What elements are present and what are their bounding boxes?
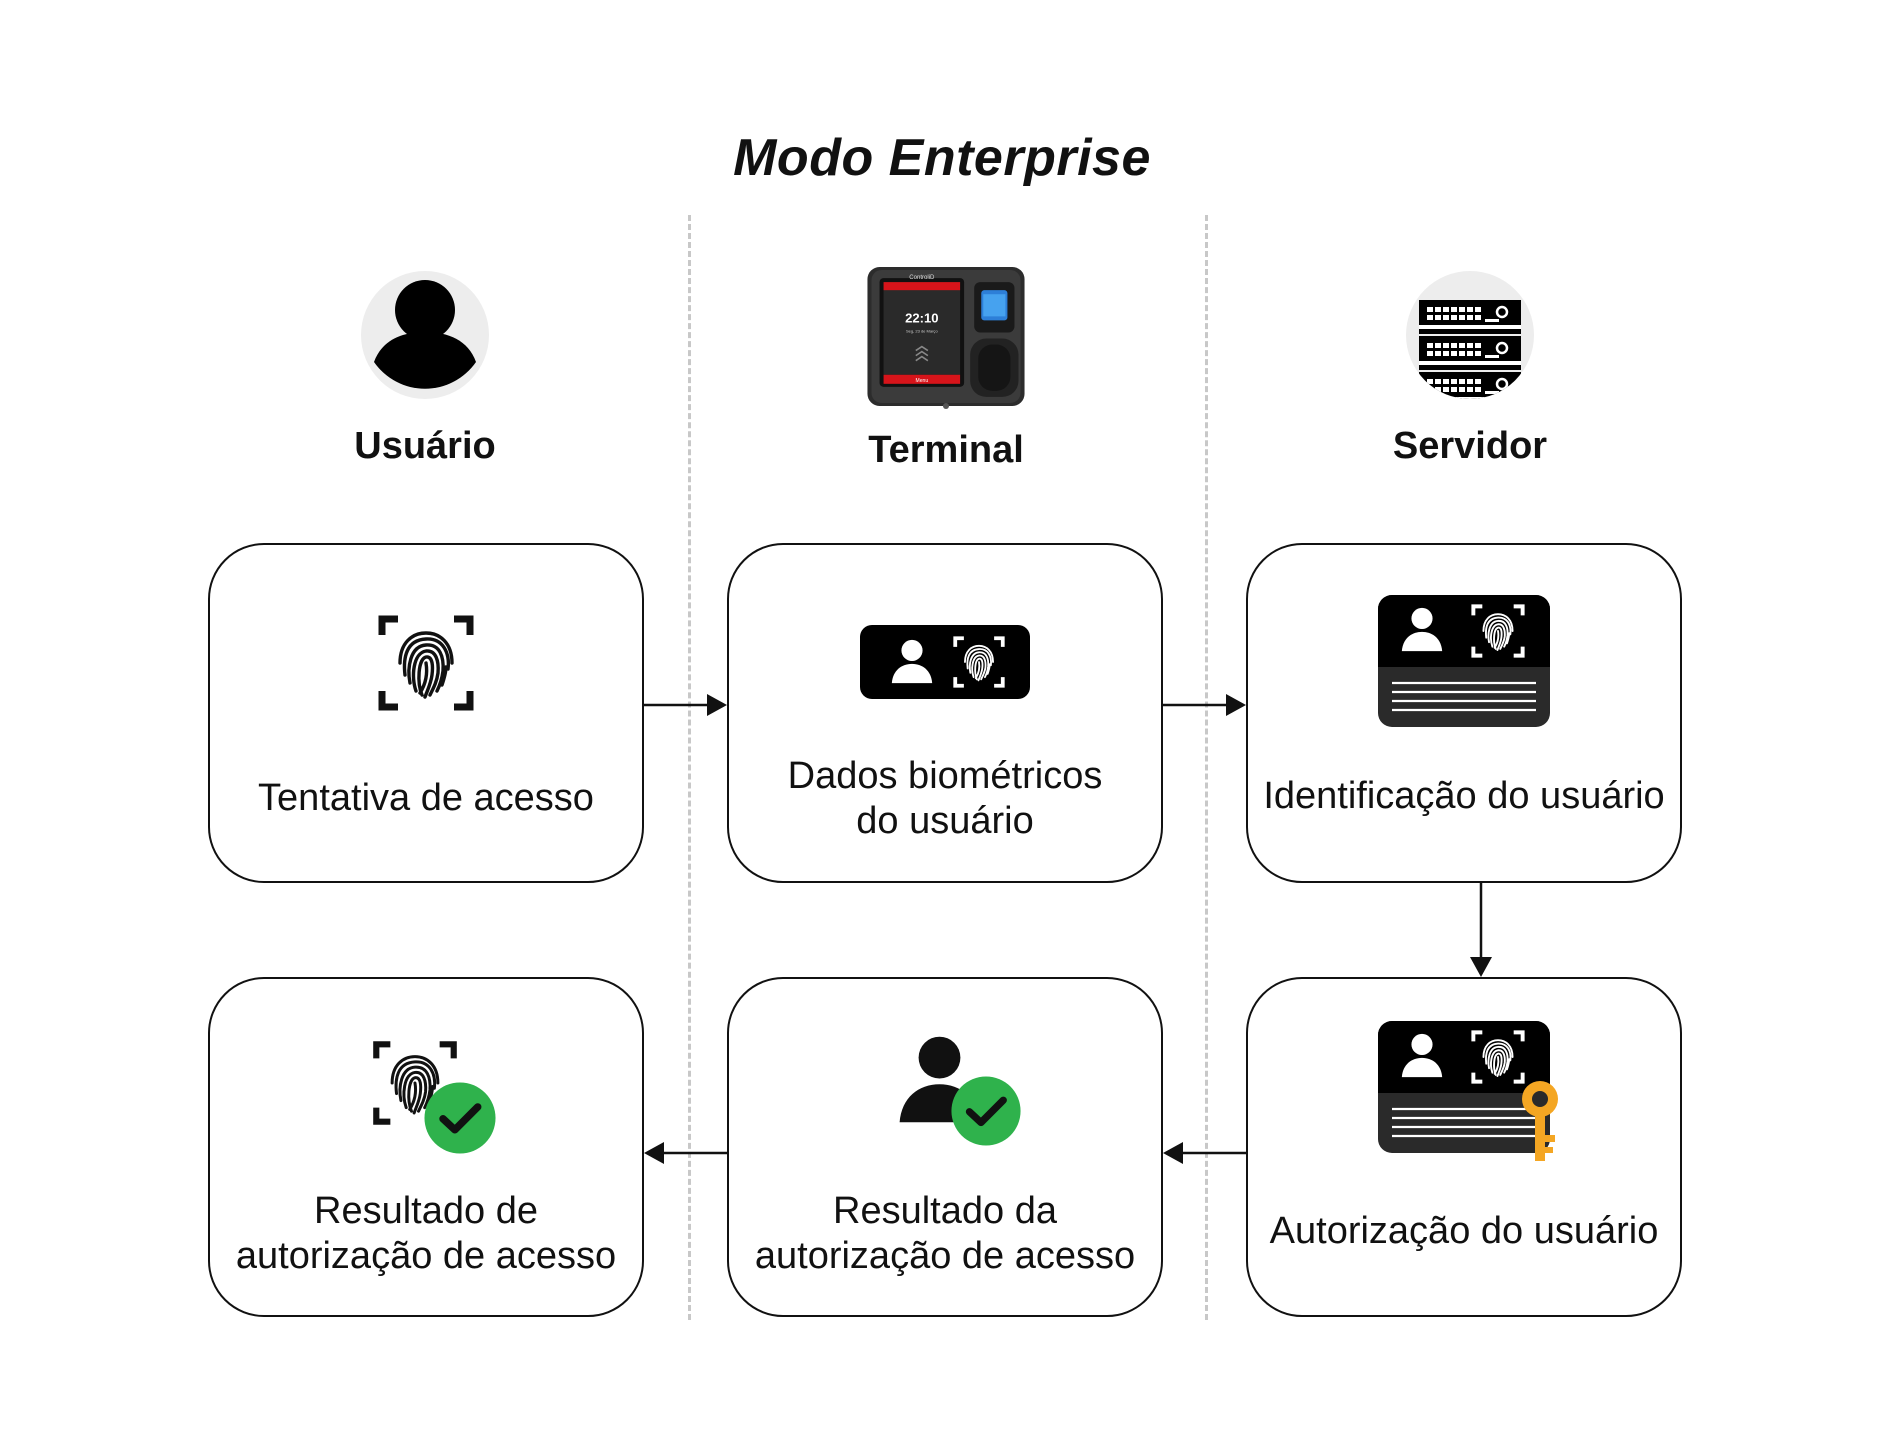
fingerprint-scan-icon <box>376 613 476 713</box>
device-time: 22:10 <box>905 310 938 325</box>
diagram-title: Modo Enterprise <box>733 129 1151 187</box>
column-header-server: Servidor <box>1320 270 1620 468</box>
user-record-icon <box>1378 595 1550 727</box>
step-authorization-result-user-line1: Resultado de <box>314 1190 538 1232</box>
step-biometric-data-line1: Dados biométricos <box>787 755 1103 797</box>
user-avatar-icon <box>361 271 489 399</box>
step-authorization-result-terminal: Resultado da autorização de acesso <box>727 977 1163 1317</box>
step-authorization-result-terminal-line1: Resultado da <box>833 1190 1057 1232</box>
step-user-identification-text: Identificação do usuário <box>1263 775 1665 817</box>
column-header-user: Usuário <box>275 270 575 468</box>
column-label-terminal: Terminal <box>868 429 1024 471</box>
column-header-terminal: ControliD 22:10 Seg, 23 de Março Menu Te… <box>796 267 1096 472</box>
fingerprint-check-icon <box>371 1039 501 1159</box>
step-user-authorization: Autorização do usuário <box>1246 977 1682 1317</box>
column-divider-right <box>1205 215 1208 1320</box>
step-authorization-result-user-line2: autorização de acesso <box>235 1235 617 1277</box>
step-access-attempt: Tentativa de acesso <box>208 543 644 883</box>
column-label-user: Usuário <box>354 425 496 467</box>
step-biometric-data: Dados biométricos do usuário <box>727 543 1163 883</box>
device-date: Seg, 23 de Março <box>906 328 938 333</box>
user-check-icon <box>899 1036 1022 1151</box>
server-rack-icon <box>1406 271 1534 399</box>
step-authorization-result-terminal-line2: autorização de acesso <box>754 1235 1136 1277</box>
column-label-server: Servidor <box>1392 425 1548 467</box>
biometric-card-icon <box>860 625 1030 699</box>
step-user-identification: Identificação do usuário <box>1246 543 1682 883</box>
column-divider-left <box>688 215 691 1320</box>
step-authorization-result-user: Resultado de autorização de acesso <box>208 977 644 1317</box>
step-access-attempt-text: Tentativa de acesso <box>258 777 594 819</box>
step-biometric-data-line2: do usuário <box>856 800 1034 842</box>
device-menu: Menu <box>916 378 929 384</box>
user-record-key-icon <box>1378 1021 1558 1161</box>
device-brand: ControliD <box>909 275 935 281</box>
step-user-authorization-text: Autorização do usuário <box>1269 1210 1659 1252</box>
terminal-device-icon: ControliD 22:10 Seg, 23 de Março Menu <box>867 267 1025 409</box>
key-icon <box>1522 1081 1558 1161</box>
